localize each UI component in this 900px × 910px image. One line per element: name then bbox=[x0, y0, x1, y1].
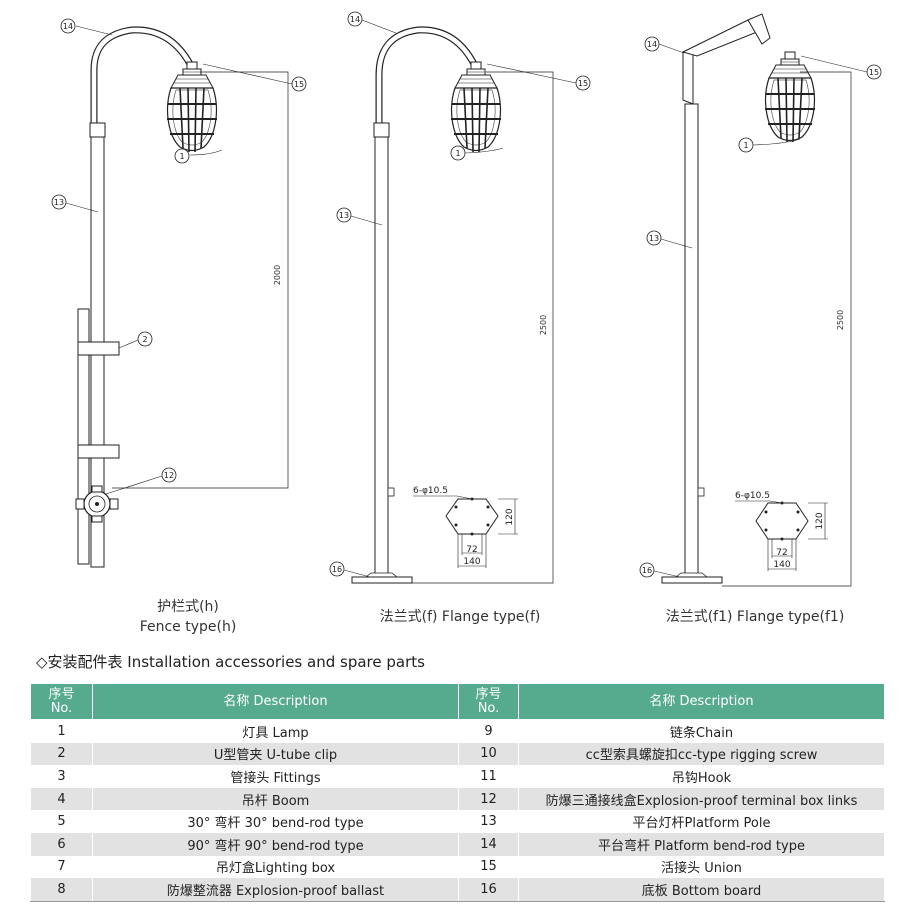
flange-dim-140: 140 bbox=[463, 557, 480, 567]
fence-type-caption-en: Fence type(h) bbox=[139, 619, 237, 635]
callout-1-f1: 1 bbox=[743, 141, 748, 150]
flange-type-drawing: 2500 120 72 140 6-φ10.5 14 15 1 bbox=[329, 11, 591, 584]
flange-f1-type-caption: 法兰式(f1) Flange type(f1) bbox=[665, 609, 845, 625]
accessories-heading: ◇安装配件表 Installation accessories and spar… bbox=[36, 653, 425, 671]
fence-type-drawing: 2000 14 15 1 13 2 12 bbox=[51, 18, 307, 568]
flange-f1-dim-140: 140 bbox=[773, 560, 790, 570]
header-desc-left: 名称 Description bbox=[92, 683, 459, 720]
callout-15-f: 15 bbox=[578, 79, 588, 88]
flange-f1-dim-72: 72 bbox=[776, 548, 787, 558]
flange-f1-height-dim: 2500 bbox=[836, 310, 845, 330]
callout-14-f1: 14 bbox=[647, 40, 657, 49]
callout-1-f: 1 bbox=[455, 149, 460, 158]
callout-15: 15 bbox=[294, 80, 304, 89]
callout-13-f1: 13 bbox=[649, 234, 659, 243]
flange-f1-dim-120: 120 bbox=[815, 512, 825, 529]
callout-14: 14 bbox=[63, 22, 73, 31]
callout-13: 13 bbox=[54, 198, 64, 207]
flange-dim-120: 120 bbox=[505, 508, 515, 525]
callout-1: 1 bbox=[179, 152, 184, 161]
flange-f1-holes-label: 6-φ10.5 bbox=[735, 491, 770, 501]
flange-height-dim: 2500 bbox=[539, 315, 548, 335]
flange-type-caption: 法兰式(f) Flange type(f) bbox=[379, 609, 541, 625]
callout-12: 12 bbox=[164, 471, 174, 480]
callout-16-f: 16 bbox=[332, 565, 342, 574]
flange-dim-72: 72 bbox=[466, 545, 477, 555]
flange-f1-type-drawing: 2500 120 72 140 6-φ10.5 14 15 1 bbox=[639, 13, 882, 587]
callout-15-f1: 15 bbox=[869, 68, 879, 77]
callout-13-f: 13 bbox=[339, 211, 349, 220]
callout-16-f1: 16 bbox=[642, 566, 652, 575]
callout-2: 2 bbox=[142, 335, 147, 344]
installation-drawings: 2000 14 15 1 13 2 12 2500 bbox=[51, 11, 882, 587]
callout-14-f: 14 bbox=[350, 15, 360, 24]
fence-type-caption-cn: 护栏式(h) bbox=[157, 599, 219, 615]
fence-height-dim: 2000 bbox=[273, 265, 282, 285]
flange-holes-label: 6-φ10.5 bbox=[413, 486, 448, 496]
header-desc-right: 名称 Description bbox=[518, 683, 885, 720]
